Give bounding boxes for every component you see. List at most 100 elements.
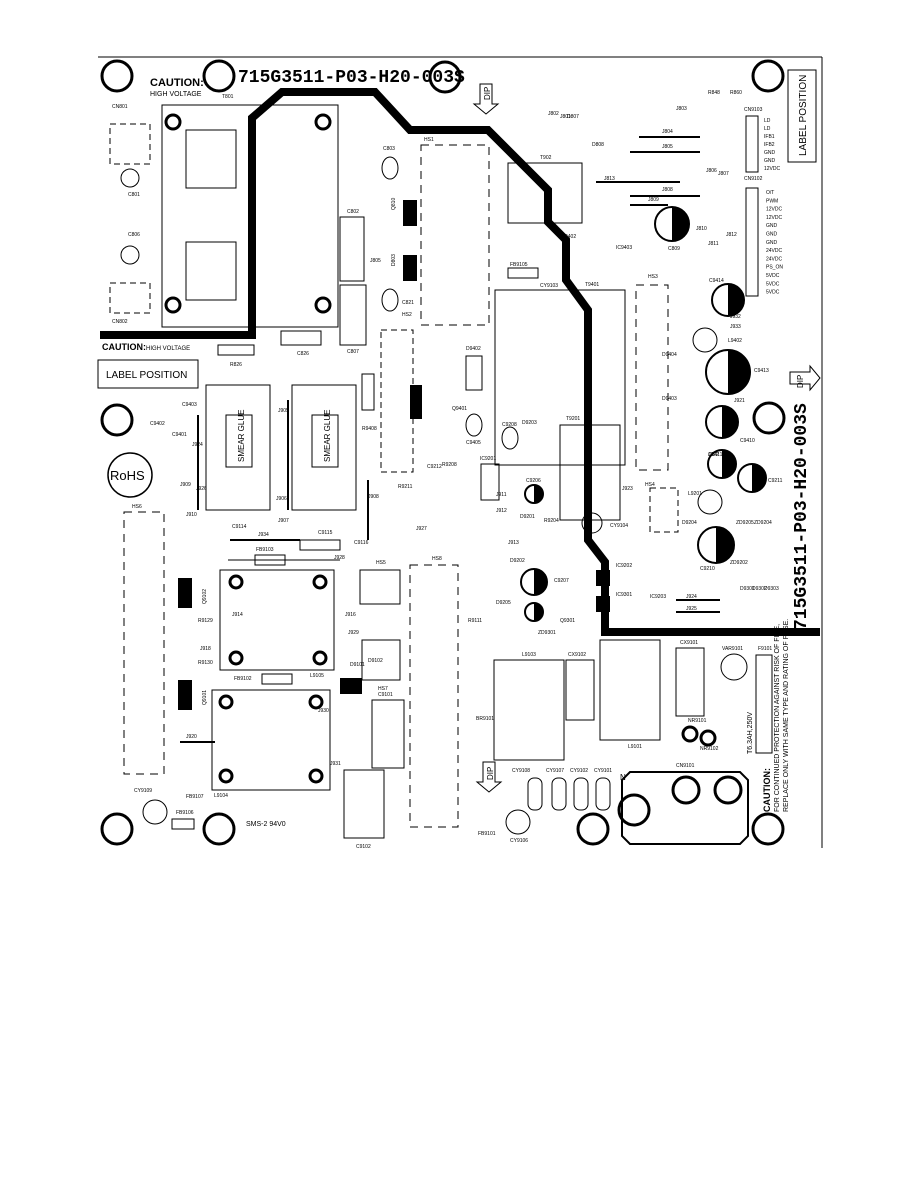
- svg-text:CN802: CN802: [112, 319, 128, 325]
- svg-text:R860: R860: [730, 90, 742, 96]
- dip-arrow-top: DIP: [472, 83, 500, 115]
- svg-text:C9206: C9206: [526, 478, 541, 484]
- svg-text:R9211: R9211: [398, 484, 413, 490]
- svg-text:HS7: HS7: [378, 686, 388, 692]
- svg-text:J804: J804: [662, 129, 673, 135]
- connector-pin-label: 24VDC: [766, 248, 783, 254]
- svg-text:J925: J925: [686, 606, 697, 612]
- svg-text:J922: J922: [708, 452, 719, 458]
- svg-text:J906: J906: [276, 496, 287, 502]
- svg-text:Q9401: Q9401: [452, 406, 467, 412]
- svg-text:FB9106: FB9106: [176, 810, 194, 816]
- svg-text:R9408: R9408: [362, 426, 377, 432]
- svg-text:L9402: L9402: [728, 338, 742, 344]
- connector-pin-label: 5VDC: [766, 290, 780, 296]
- svg-text:D9102: D9102: [368, 658, 383, 664]
- connector-pin-label: PS_ON: [766, 265, 783, 271]
- svg-text:L9103: L9103: [522, 652, 536, 658]
- svg-text:LABEL POSITION: LABEL POSITION: [798, 75, 809, 156]
- svg-text:J813: J813: [604, 176, 615, 182]
- svg-text:C802: C802: [347, 209, 359, 215]
- part-number-right: 715G3511-P03-H20-003S: [792, 403, 812, 630]
- svg-text:CY9104: CY9104: [610, 523, 628, 529]
- misc-ref-labels: J914 J916 J929 D9101 D9102 J930 J931 R91…: [150, 106, 779, 767]
- connector-cn9102-pins: O/TPWM12VDC12VDCGNDGNDGND24VDC24VDCPS_ON…: [766, 190, 783, 296]
- svg-text:HS3: HS3: [648, 274, 658, 280]
- svg-text:HS8: HS8: [432, 556, 442, 562]
- svg-text:R9204: R9204: [544, 518, 559, 524]
- svg-text:R9208: R9208: [442, 462, 457, 468]
- filter-l9103-cx9102: L9103 CX9102 L9101 CX9101 VAR9101: [493, 639, 748, 761]
- svg-text:T6.3AH,250V: T6.3AH,250V: [747, 712, 754, 754]
- connector-pin-label: GND: [764, 158, 776, 164]
- svg-text:D9101: D9101: [350, 662, 365, 668]
- connector-pin-label: GND: [766, 240, 778, 246]
- svg-text:N: N: [620, 773, 626, 782]
- svg-text:C9207: C9207: [554, 578, 569, 584]
- svg-text:T902: T902: [540, 155, 552, 161]
- cn801-area: CN801 C801 C806 CN802: [109, 104, 151, 325]
- svg-text:C9102: C9102: [356, 844, 371, 850]
- svg-text:J812: J812: [726, 232, 737, 238]
- svg-text:D9204: D9204: [682, 520, 697, 526]
- svg-text:J809: J809: [648, 197, 659, 203]
- connector-pin-label: O/T: [766, 190, 774, 196]
- svg-text:J918: J918: [200, 646, 211, 652]
- svg-text:C9411: C9411: [708, 452, 723, 458]
- svg-text:J931: J931: [330, 761, 341, 767]
- svg-text:C9116: C9116: [354, 540, 369, 546]
- svg-text:J914: J914: [232, 612, 243, 618]
- svg-text:J921: J921: [734, 398, 745, 404]
- svg-text:D9402: D9402: [466, 346, 481, 352]
- svg-text:FOR CONTINUED PROTECTION AGAIN: FOR CONTINUED PROTECTION AGAINST RISK OF…: [774, 624, 781, 812]
- caution-title: CAUTION:: [150, 77, 204, 89]
- svg-text:C9402: C9402: [150, 421, 165, 427]
- connector-pin-label: LD: [764, 126, 771, 132]
- svg-text:J913: J913: [508, 540, 519, 546]
- svg-text:C9114: C9114: [232, 524, 247, 530]
- svg-text:D9302: D9302: [752, 586, 767, 592]
- svg-text:J927: J927: [416, 526, 427, 532]
- svg-text:C809: C809: [668, 246, 680, 252]
- svg-text:IC9203: IC9203: [650, 594, 666, 600]
- transformer-t9201: T9201 CY9104 HS4: [559, 416, 679, 534]
- svg-text:D9202: D9202: [510, 558, 525, 564]
- svg-text:DIP: DIP: [486, 767, 495, 780]
- svg-text:D9205: D9205: [496, 600, 511, 606]
- svg-text:SMEAR GLUE: SMEAR GLUE: [323, 410, 332, 462]
- svg-text:C9413: C9413: [754, 368, 769, 374]
- svg-text:D9301: D9301: [740, 586, 755, 592]
- svg-text:HS2: HS2: [402, 312, 412, 318]
- svg-text:ZD9202: ZD9202: [730, 560, 748, 566]
- svg-text:J810: J810: [696, 226, 707, 232]
- svg-text:C9405: C9405: [466, 440, 481, 446]
- svg-text:C9115: C9115: [318, 530, 333, 536]
- svg-text:C9101: C9101: [378, 692, 393, 698]
- secondary-capacitors: C803 C802 C807 C821 HS2 C826 R826: [217, 146, 414, 368]
- svg-text:J806: J806: [706, 168, 717, 174]
- svg-text:C806: C806: [128, 232, 140, 238]
- svg-text:IC9403: IC9403: [616, 245, 632, 251]
- svg-text:C803: C803: [383, 146, 395, 152]
- svg-text:HS4: HS4: [645, 482, 655, 488]
- svg-text:HS6: HS6: [132, 504, 142, 510]
- transformer-t801: T801: [161, 94, 339, 328]
- svg-text:J905: J905: [278, 408, 289, 414]
- svg-text:CY9103: CY9103: [540, 283, 558, 289]
- svg-text:CN9102: CN9102: [744, 176, 763, 182]
- svg-text:J808: J808: [662, 187, 673, 193]
- svg-text:FB9103: FB9103: [256, 547, 274, 553]
- svg-text:C9410: C9410: [740, 438, 755, 444]
- svg-text:R9130: R9130: [198, 660, 213, 666]
- connector-pin-label: 24VDC: [766, 256, 783, 262]
- svg-text:FB9107: FB9107: [186, 794, 204, 800]
- svg-text:L9101: L9101: [628, 744, 642, 750]
- svg-text:CY9109: CY9109: [134, 788, 152, 794]
- svg-text:CN9101: CN9101: [676, 763, 695, 769]
- svg-text:F9101: F9101: [758, 646, 772, 652]
- svg-text:J928: J928: [334, 555, 345, 561]
- svg-text:J923: J923: [622, 486, 633, 492]
- inductor-l9105-block: SMEAR GLUE SMEAR GLUE C9114 J934: [205, 384, 357, 541]
- caution-hv-bottom: CAUTION:: [102, 342, 146, 352]
